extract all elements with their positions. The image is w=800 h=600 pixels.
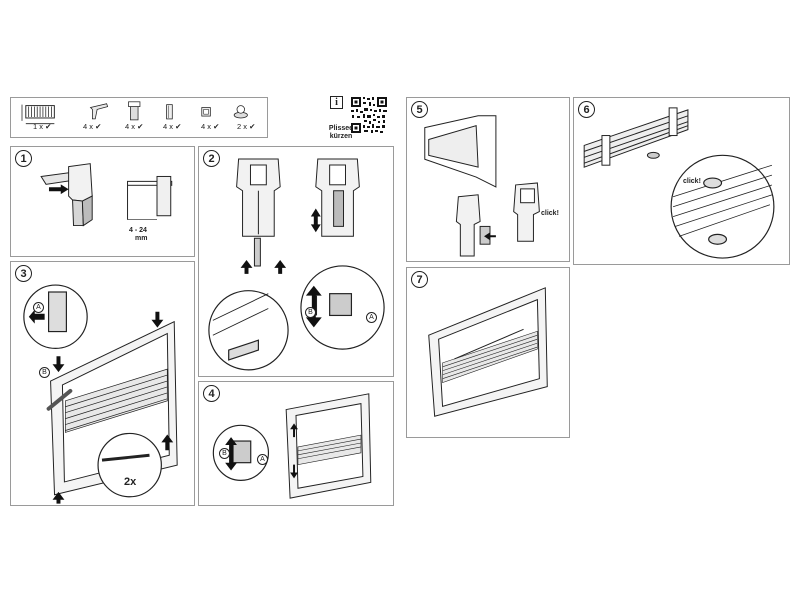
step-2-label-a: A (366, 312, 377, 323)
push-arrow (484, 232, 496, 241)
part-qty-cap: 4 x ✔ (201, 122, 220, 131)
step-3-label-b: B (39, 367, 50, 378)
qr-code[interactable] (350, 96, 388, 134)
part-qty-spacer: 4 x ✔ (163, 122, 182, 131)
step-3-count: 2x (124, 476, 137, 488)
clip-left-drawing (455, 194, 491, 257)
step-5-panel: 5 click! (406, 97, 570, 262)
step-2-number: 2 (203, 150, 220, 167)
step-6-number: 6 (578, 101, 595, 118)
clip-detail-circle (23, 284, 88, 349)
part-qty-knob: 2 x ✔ (237, 122, 256, 131)
push-arrow (48, 184, 69, 195)
step-1-dimension: 4 - 24 (129, 227, 147, 234)
step-4-number: 4 (203, 385, 220, 402)
step-6-click-label: click! (683, 178, 701, 185)
up-down-arrows (225, 423, 298, 479)
step-1-unit: mm (135, 235, 148, 242)
qr-caption-line2: kürzen (329, 133, 353, 140)
step-7-illustration (428, 287, 548, 417)
pleated-blind-icon (21, 104, 55, 125)
cover-cap-icon (201, 107, 211, 117)
step-2-panel: 2 A B (198, 146, 394, 377)
bracket-assembly-drawing (40, 163, 93, 227)
step-5-click-label: click! (541, 210, 559, 217)
bracket-side-view (127, 175, 173, 221)
step-6-panel: 6 click! (573, 97, 790, 265)
step-4-label-b: B (219, 448, 230, 459)
blind-pleats (65, 368, 168, 433)
step-5-illustration (424, 115, 540, 257)
blind-pleats (442, 330, 538, 384)
clip-open-drawing (236, 158, 281, 267)
clamp-bracket-icon (89, 103, 109, 120)
spacer-icon (166, 104, 173, 120)
detail-circle-left (208, 290, 289, 371)
clip-right-drawing (513, 182, 540, 242)
qr-section: i Plissee kürzen (329, 96, 394, 144)
step-3-illustration (23, 284, 178, 504)
blind-pleats (297, 434, 362, 466)
parts-overview: 1 x ✔ 4 x ✔ 4 x ✔ 4 x ✔ 4 x ✔ 2 x ✔ (10, 97, 268, 138)
step-2-label-b: B (305, 307, 316, 318)
up-down-arrow (305, 285, 322, 328)
step-4-panel: 4 A B (198, 381, 394, 506)
step-4-illustration (212, 393, 372, 499)
qr-caption: Plissee kürzen (322, 125, 360, 141)
part-qty-clip: 4 x ✔ (125, 122, 144, 131)
step-3-panel: 3 A B 2x (10, 261, 195, 506)
step-1-panel: 1 4 - 24 mm (10, 146, 195, 257)
clip-closed-drawing (315, 158, 360, 237)
step-1-illustration (40, 163, 173, 227)
qr-caption-line1: Plissee (328, 125, 354, 132)
holder-clip-icon (128, 101, 141, 121)
step-4-label-a: A (257, 454, 268, 465)
part-qty-bracket: 4 x ✔ (83, 122, 102, 131)
parts-illustrations (21, 101, 248, 125)
info-icon: i (330, 96, 343, 109)
detail-circle-right (300, 265, 385, 350)
tool-drawing (46, 388, 73, 411)
pin-knob-icon (233, 105, 248, 119)
step-6-illustration (583, 107, 775, 259)
part-qty-blind: 1 x ✔ (33, 122, 52, 131)
step-5-number: 5 (411, 101, 428, 118)
step-2-illustration (208, 158, 385, 371)
detail-circle (212, 424, 270, 481)
step-3-label-a: A (33, 302, 44, 313)
knob-detail-circle (670, 154, 775, 259)
step-7-number: 7 (411, 271, 428, 288)
cord-detail-circle (97, 432, 162, 498)
tension-cord (454, 328, 524, 360)
frame-detail-callout (424, 115, 497, 188)
blind-rail (583, 107, 689, 168)
step-3-number: 3 (15, 265, 32, 282)
up-arrows (240, 208, 321, 274)
step-7-panel: 7 (406, 267, 570, 438)
pin-knob-small (646, 151, 660, 159)
step-1-number: 1 (15, 150, 32, 167)
